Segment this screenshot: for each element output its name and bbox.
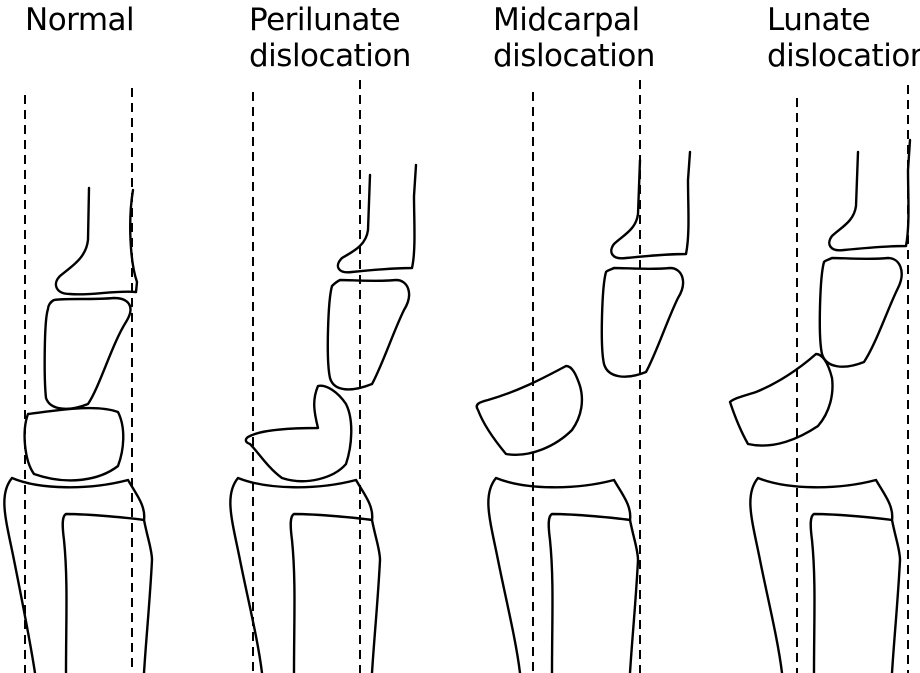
panel-normal <box>3 88 154 673</box>
radius-inner-edge <box>809 512 894 673</box>
scaphoid-bone <box>728 352 834 447</box>
radius-bone <box>229 476 382 673</box>
panel-perilunate <box>229 80 418 673</box>
label-midcarpal-dislocation: Midcarpal dislocation <box>493 2 655 74</box>
label-lunate-dislocation: Lunate dislocation <box>767 2 920 74</box>
capitate-bone <box>828 138 912 252</box>
capitate-bone <box>610 150 692 260</box>
radius-bone <box>487 476 640 673</box>
capitate-bone <box>54 186 139 296</box>
lunate-bone <box>818 256 903 368</box>
panel-midcarpal <box>475 80 692 673</box>
capitate-bone <box>336 163 418 274</box>
lunate-bone <box>600 266 685 378</box>
radius-bone <box>3 476 154 673</box>
radius-bone <box>749 476 902 673</box>
radius-inner-edge <box>289 512 374 673</box>
scaphoid-bone <box>244 384 353 483</box>
radius-inner-edge <box>61 512 146 673</box>
radius-inner-edge <box>547 512 632 673</box>
label-normal: Normal <box>25 2 135 38</box>
lunate-bone <box>43 296 132 410</box>
label-perilunate-dislocation: Perilunate dislocation <box>249 2 411 74</box>
panel-lunate <box>728 85 912 673</box>
scaphoid-bone <box>475 364 584 456</box>
lunate-bone <box>326 278 411 391</box>
scaphoid-bone <box>23 406 125 482</box>
